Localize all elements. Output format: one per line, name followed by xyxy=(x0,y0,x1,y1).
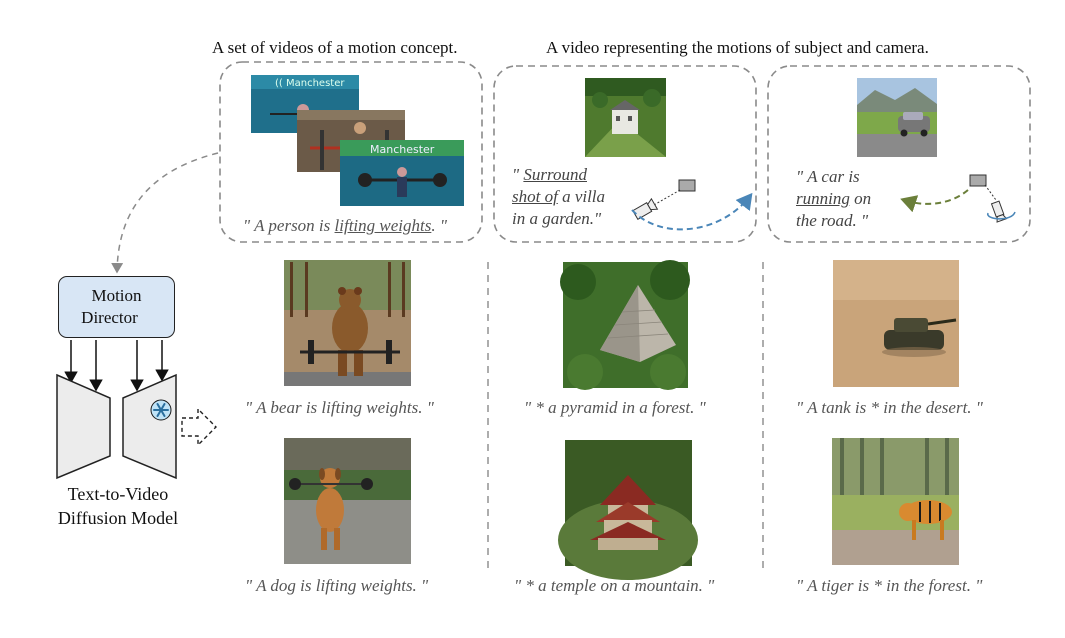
decoder-block xyxy=(123,375,176,478)
encoder-block xyxy=(57,375,110,478)
header-concept-set: A set of videos of a motion concept. xyxy=(212,38,458,58)
caption-pyramid: " * a pyramid in a forest. " xyxy=(524,398,706,418)
camera-icon-car xyxy=(970,175,1015,222)
pyramid-image xyxy=(560,260,690,390)
motion-director-box: Motion Director xyxy=(58,276,175,338)
tank-image xyxy=(833,260,959,387)
output-arrow xyxy=(182,409,216,445)
svg-text:(( Manchester: (( Manchester xyxy=(275,78,345,89)
dog-image xyxy=(284,438,411,564)
motion-director-line1: Motion xyxy=(59,285,174,307)
bear-image xyxy=(284,260,411,386)
snowflake-icon xyxy=(151,400,171,420)
temple-image xyxy=(558,440,698,580)
camera-icon-villa xyxy=(632,180,695,220)
camera-path-car xyxy=(904,190,968,204)
caption-villa-reference: " Surround shot of a villa in a garden." xyxy=(512,164,622,230)
motion-director-line2: Director xyxy=(59,307,174,329)
caption-bear: " A bear is lifting weights. " xyxy=(245,398,434,418)
caption-lifting-weights-reference: " A person is lifting weights. " xyxy=(243,216,447,236)
caption-tiger: " A tiger is * in the forest. " xyxy=(796,576,982,596)
tiger-image xyxy=(832,438,959,565)
caption-tank: " A tank is * in the desert. " xyxy=(796,398,983,418)
caption-dog: " A dog is lifting weights. " xyxy=(245,576,428,596)
caption-temple: " * a temple on a mountain. " xyxy=(514,576,714,596)
caption-car-reference: " A car is running on the road. " xyxy=(796,166,896,232)
villa-image xyxy=(585,78,666,157)
header-single-video: A video representing the motions of subj… xyxy=(546,38,929,58)
model-label: Text-to-Video Diffusion Model xyxy=(33,482,203,530)
concept-to-director-arrow xyxy=(117,153,218,272)
weightlifting-video-frames: (( Manchester Manchester xyxy=(251,75,464,206)
svg-text:Manchester: Manchester xyxy=(370,143,435,156)
car-image xyxy=(857,78,937,157)
